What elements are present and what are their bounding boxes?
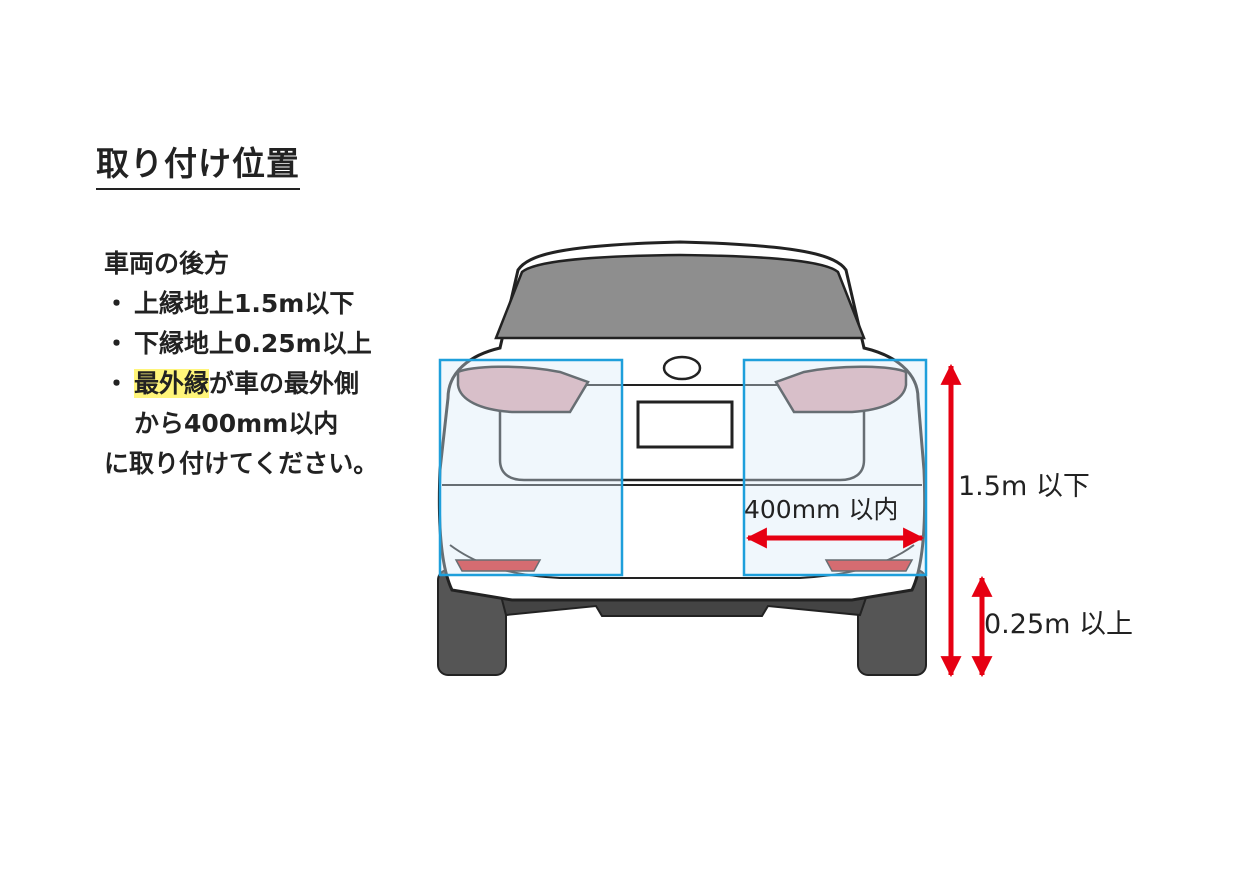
notes-closing: に取り付けてください。 <box>104 449 379 478</box>
right-tail-lamp <box>774 365 908 414</box>
notes-heading: 車両の後方 <box>104 249 230 278</box>
height-min-label: 0.25m 以上 <box>984 609 1134 640</box>
rule-lower-edge: ・下縁地上0.25m以上 <box>104 324 378 364</box>
trunk-outline <box>498 392 866 482</box>
outer-edge-highlight: 最外縁 <box>134 369 210 398</box>
right-mounting-zone <box>742 358 928 577</box>
left-reflector <box>454 559 542 572</box>
left-mounting-zone <box>438 358 624 577</box>
edge-distance-label: 400mm 以内 <box>744 495 899 524</box>
bullet: ・ <box>104 329 130 358</box>
mounting-instructions: 車両の後方 ・上縁地上1.5m以下 ・下縁地上0.25m以上 ・最外縁が車の最外… <box>104 244 378 484</box>
page-title: 取り付け位置 <box>96 144 300 190</box>
height-max-label: 1.5m 以下 <box>958 471 1090 502</box>
rule-lower-edge-text: 下縁地上0.25m以上 <box>134 329 372 358</box>
bullet: ・ <box>104 369 130 398</box>
right-reflector <box>824 559 914 572</box>
rule-outer-edge: ・最外縁が車の最外側 <box>104 364 378 404</box>
left-tail-lamp <box>456 365 590 414</box>
license-plate <box>636 400 734 449</box>
bullet: ・ <box>104 289 130 318</box>
rear-window <box>494 253 866 340</box>
rule-upper-edge: ・上縁地上1.5m以下 <box>104 284 378 324</box>
emblem <box>662 355 702 381</box>
rule-upper-edge-text: 上縁地上1.5m以下 <box>134 289 355 318</box>
rule-outer-edge-continued: から400mm以内 <box>134 409 339 438</box>
rule-outer-edge-text: が車の最外側 <box>209 369 360 398</box>
